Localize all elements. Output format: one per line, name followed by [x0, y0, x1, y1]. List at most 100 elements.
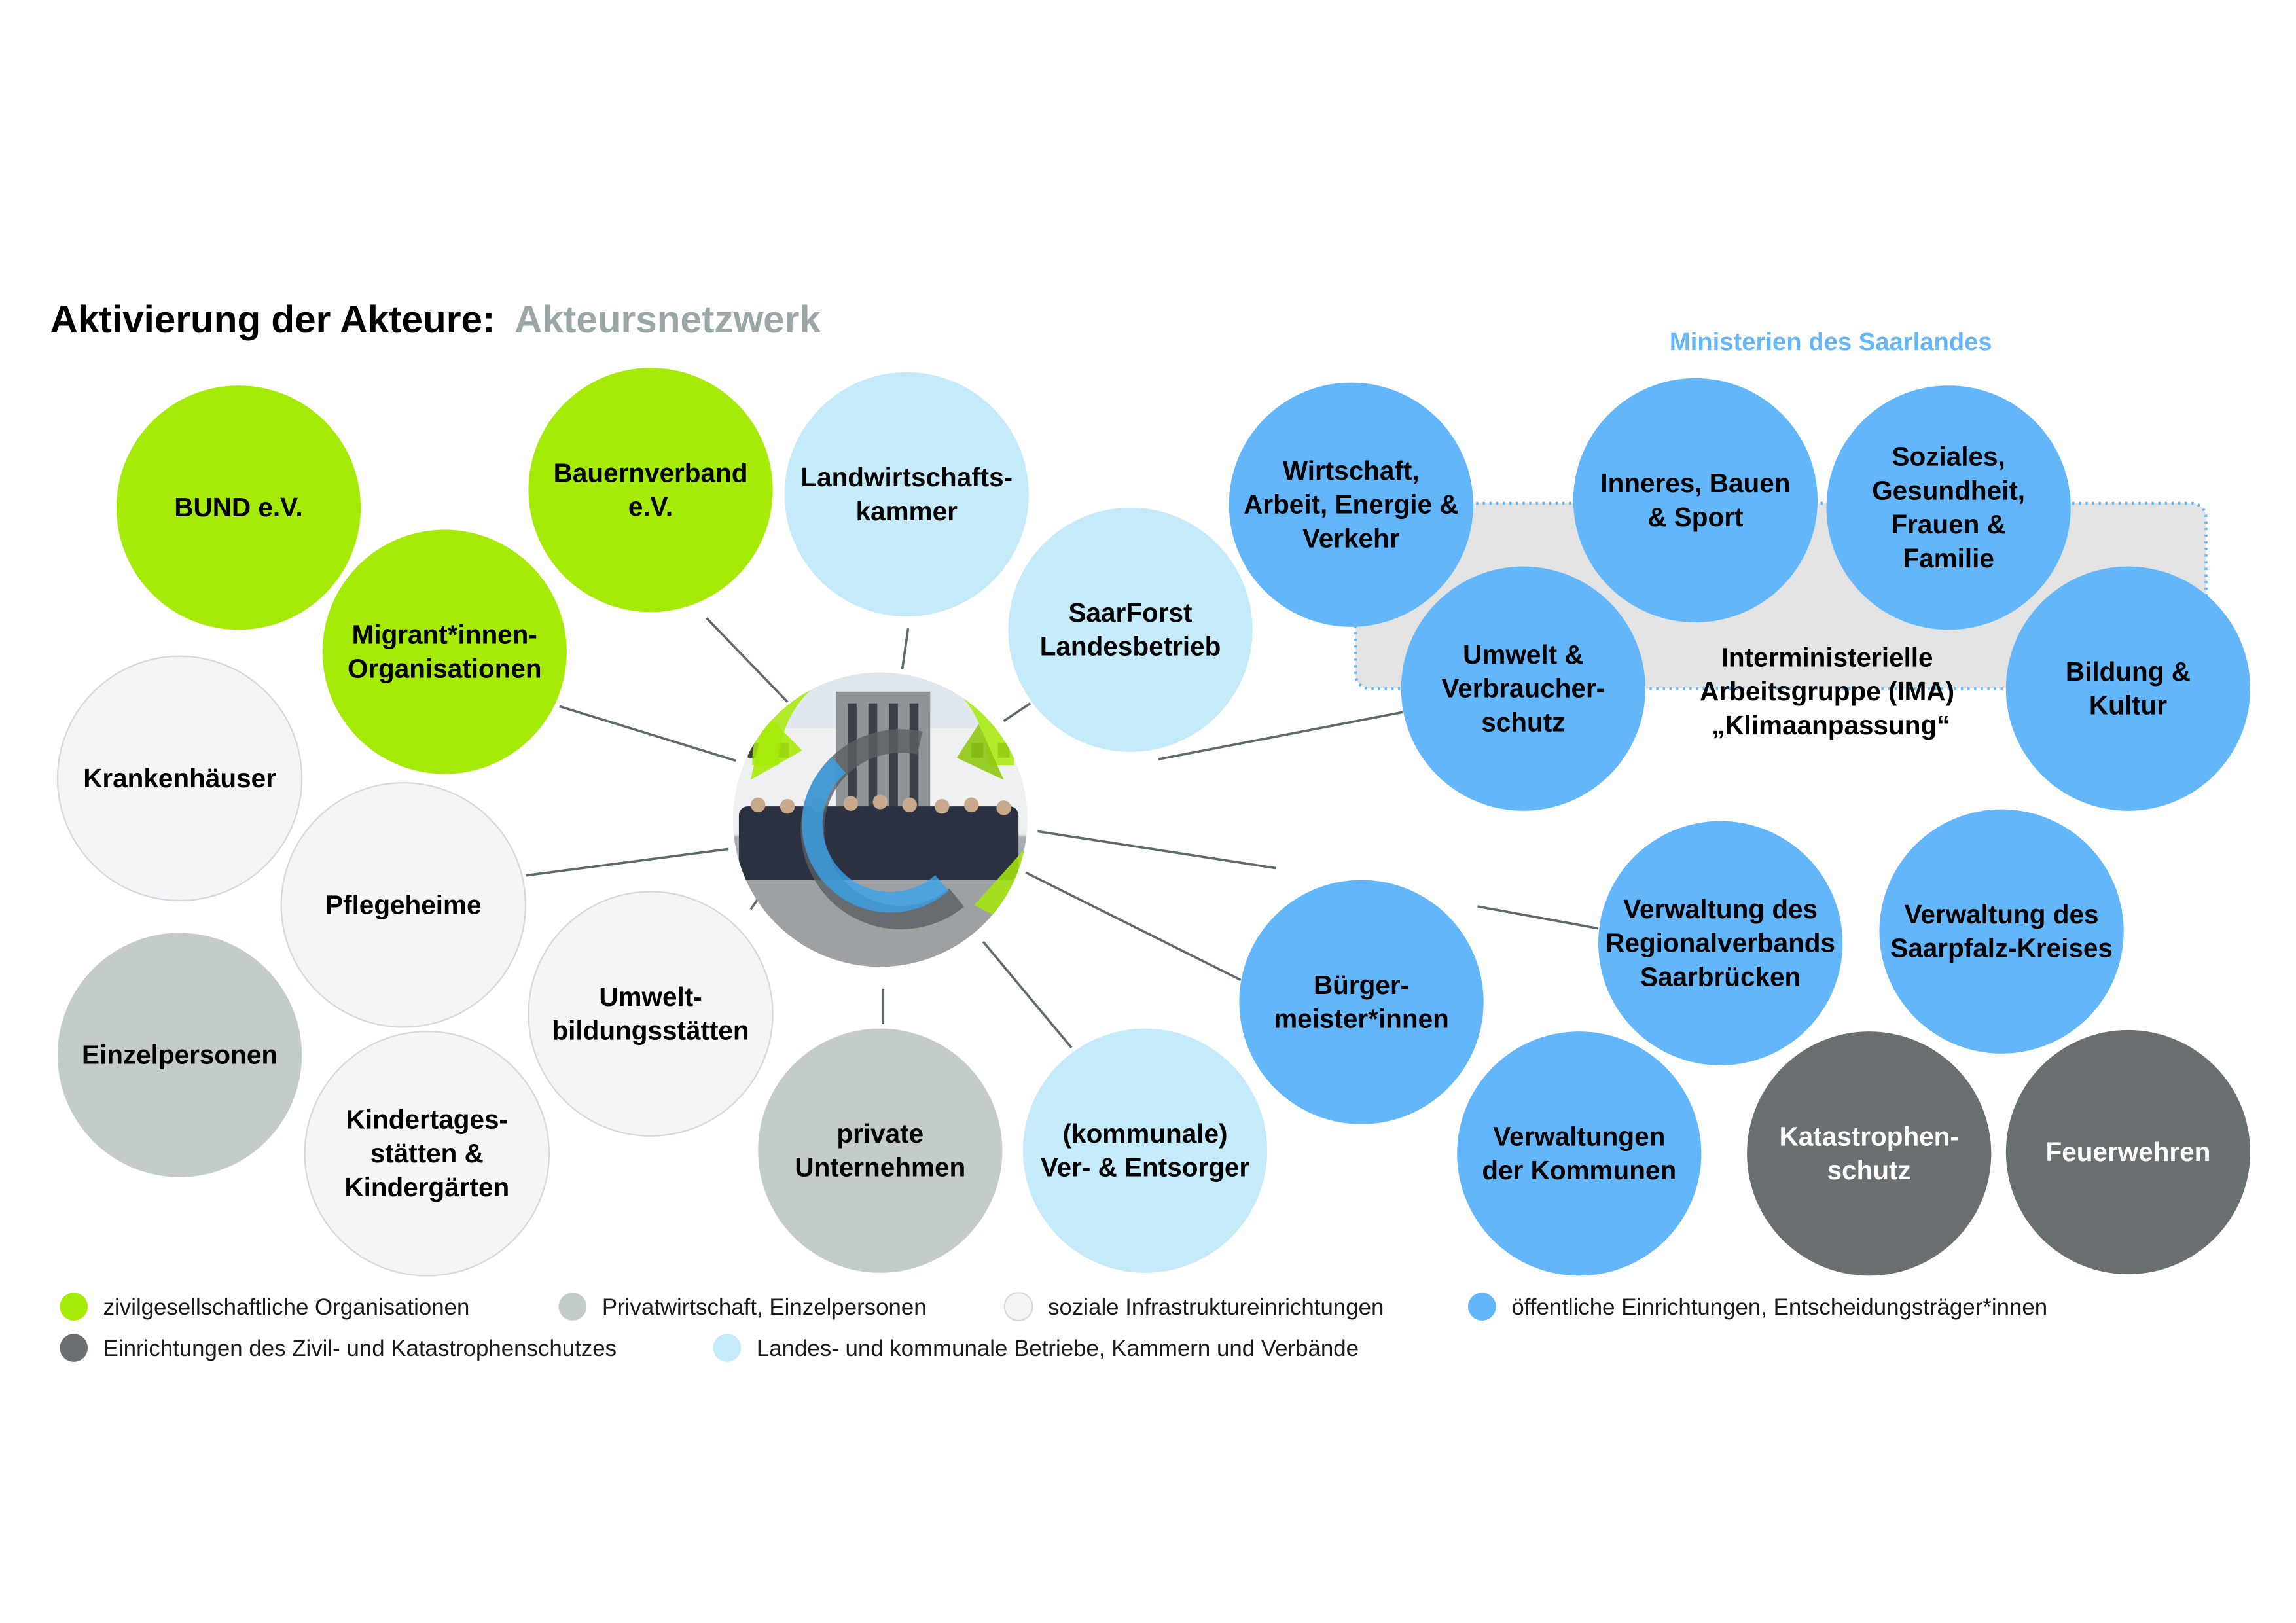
actor-label: Soziales,Gesundheit,Frauen &Familie	[1872, 442, 2025, 573]
legend-item-betriebe: Landes- und kommunale Betriebe, Kammern …	[713, 1334, 1359, 1362]
actor-circle	[528, 891, 774, 1137]
actor-circle	[1008, 507, 1253, 752]
actor-label-line: Unternehmen	[795, 1152, 965, 1183]
actor-label: Krankenhäuser	[83, 763, 276, 793]
actor-node-wirtschaft: Wirtschaft,Arbeit, Energie &Verkehr	[1229, 382, 1473, 627]
actor-label-line: Kindertages-	[346, 1105, 508, 1135]
actor-circle	[322, 529, 567, 774]
actor-label-line: Frauen &	[1891, 509, 2005, 539]
actor-circle	[1747, 1031, 1992, 1276]
legend-item-oeffentlich: öffentliche Einrichtungen, Entscheidungs…	[1468, 1293, 2047, 1321]
legend-swatch	[60, 1334, 88, 1362]
actor-node-bund: BUND e.V.	[116, 385, 361, 630]
ima-label-line-3: „Klimaanpassung“	[1712, 710, 1950, 740]
actor-node-umwelt: Umwelt &Verbraucher-schutz	[1401, 566, 1645, 811]
actor-label-line: Landesbetrieb	[1040, 632, 1221, 662]
actor-label-line: Ver- & Entsorger	[1041, 1152, 1250, 1183]
actor-circle	[1879, 809, 2124, 1054]
actor-node-soziales: Soziales,Gesundheit,Frauen &Familie	[1826, 385, 2071, 630]
actor-label-line: Regionalverbands	[1605, 928, 1835, 958]
actor-node-kommunale: (kommunale)Ver- & Entsorger	[1022, 1028, 1268, 1273]
connection-line	[525, 847, 729, 877]
actor-circle	[528, 368, 773, 613]
actor-label-line: Landwirtschafts-	[800, 462, 1013, 492]
actor-circle	[1826, 385, 2071, 630]
actor-label-line: Verbraucher-	[1442, 673, 1605, 704]
connection-line	[706, 617, 789, 703]
actor-circle	[2005, 1029, 2251, 1275]
actor-node-bildung: Bildung &Kultur	[2005, 566, 2251, 811]
actor-node-katastrophenschutz: Katastrophen-schutz	[1747, 1031, 1992, 1276]
actor-circle	[1573, 378, 1818, 623]
actor-label-line: der Kommunen	[1482, 1155, 1676, 1185]
actor-node-inneres: Inneres, Bauen & Sport	[1573, 378, 1818, 623]
ima-label: Interministerielle Arbeitsgruppe (IMA) „…	[1700, 643, 1962, 740]
actor-node-feuerwehren: Feuerwehren	[2005, 1029, 2251, 1275]
actor-circle	[1457, 1031, 1702, 1276]
actor-label-line: schutz	[1827, 1155, 1911, 1185]
actor-circle	[758, 1028, 1003, 1273]
actor-label-line: & Sport	[1647, 502, 1743, 532]
actor-label-line: Saarbrücken	[1640, 961, 1801, 991]
actor-label-line: Familie	[1903, 543, 1994, 573]
actor-circle	[784, 372, 1029, 617]
actor-label: Pflegeheime	[325, 889, 481, 919]
actor-label: Kindertages-stätten &Kindergärten	[344, 1105, 509, 1202]
actor-circle	[1239, 880, 1484, 1124]
actor-node-kita: Kindertages-stätten &Kindergärten	[304, 1031, 550, 1277]
actor-circle	[1229, 382, 1473, 627]
actor-label: Bürger-meister*innen	[1274, 970, 1449, 1034]
connection-line	[1025, 871, 1242, 982]
legend-item-katastrophe: Einrichtungen des Zivil- und Katastrophe…	[60, 1334, 617, 1362]
actor-circle	[56, 655, 303, 902]
connection-line	[559, 705, 736, 762]
actor-label-line: Saarpfalz-Kreises	[1890, 933, 2113, 963]
legend-label: Landes- und kommunale Betriebe, Kammern …	[757, 1336, 1359, 1361]
actor-circle	[1598, 821, 1843, 1065]
legend-label: soziale Infrastruktureinrichtungen	[1048, 1294, 1384, 1320]
actor-label-line: Inneres, Bauen	[1600, 468, 1790, 498]
connection-line	[901, 628, 910, 670]
legend-label: Privatwirtschaft, Einzelpersonen	[602, 1294, 927, 1320]
title-sub: Akteursnetzwerk	[514, 298, 821, 341]
actor-circle	[304, 1031, 550, 1277]
actor-label-line: Bürger-	[1314, 970, 1409, 1000]
connection-line	[1037, 830, 1276, 870]
actor-label: Migrant*innen-Organisationen	[348, 620, 542, 684]
legend-swatch	[1468, 1293, 1496, 1321]
actor-label-line: Gesundheit,	[1872, 475, 2025, 505]
actor-label-line: Kultur	[2089, 690, 2167, 721]
legend-swatch	[558, 1293, 587, 1321]
actor-circle	[57, 933, 302, 1177]
actor-label-line: Organisationen	[348, 653, 542, 683]
actor-label-line: meister*innen	[1274, 1004, 1449, 1034]
actor-label: Katastrophen-schutz	[1780, 1121, 1959, 1185]
connection-line	[1003, 702, 1031, 722]
legend-swatch	[713, 1334, 742, 1362]
actor-label: Landwirtschafts-kammer	[800, 462, 1013, 526]
actor-node-landwirtschaftskammer: Landwirtschafts-kammer	[784, 372, 1029, 617]
actor-label: Umwelt &Verbraucher-schutz	[1442, 639, 1605, 737]
legend-swatch	[60, 1293, 88, 1321]
actor-label-line: schutz	[1481, 707, 1565, 737]
actor-label-line: Feuerwehren	[2045, 1137, 2210, 1167]
ima-label-line-2: Arbeitsgruppe (IMA)	[1700, 676, 1954, 706]
actor-label-line: SaarForst	[1069, 597, 1193, 628]
actor-label-line: kammer	[856, 496, 958, 526]
actor-label: Wirtschaft,Arbeit, Energie &Verkehr	[1244, 455, 1458, 553]
actor-circle	[1401, 566, 1645, 811]
actor-label-line: stätten &	[370, 1138, 484, 1168]
center-network-photo	[732, 672, 1028, 967]
legend-swatch	[1003, 1292, 1033, 1322]
actor-node-einzelpersonen: Einzelpersonen	[57, 933, 302, 1177]
